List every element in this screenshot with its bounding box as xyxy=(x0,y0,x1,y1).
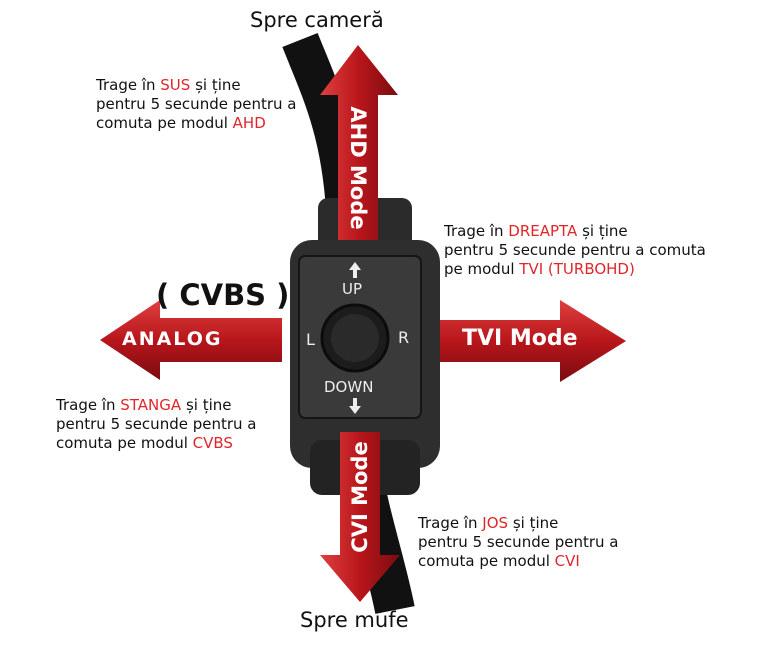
device-label-up: UP xyxy=(342,280,363,298)
device-label-right: R xyxy=(398,328,410,347)
cvi-mode-label: CVI Mode xyxy=(348,441,372,553)
left-arrow xyxy=(100,300,282,380)
analog-label: ANALOG xyxy=(122,328,223,350)
instruction-right: Trage în DREAPTA și ține pentru 5 secund… xyxy=(444,222,706,278)
caption-to-camera: Spre cameră xyxy=(250,8,384,32)
up-arrow xyxy=(320,45,398,240)
device-label-left: L xyxy=(306,330,315,349)
down-arrow-mark-icon xyxy=(349,398,361,414)
caption-to-connectors: Spre mufe xyxy=(300,608,409,632)
instruction-down: Trage în JOS și ține pentru 5 secunde pe… xyxy=(418,514,619,570)
instruction-left: Trage în STANGA și ține pentru 5 secunde… xyxy=(56,396,257,452)
device-label-down: DOWN xyxy=(324,378,374,396)
right-arrow xyxy=(440,300,626,382)
tvi-mode-label: TVI Mode xyxy=(462,326,578,351)
cvbs-tag: ( CVBS ) xyxy=(156,278,290,312)
instruction-up: Trage în SUS și ține pentru 5 secunde pe… xyxy=(96,76,297,132)
ahd-mode-label: AHD Mode xyxy=(346,106,370,230)
up-arrow-mark-icon xyxy=(349,262,361,278)
down-arrow xyxy=(320,432,400,602)
